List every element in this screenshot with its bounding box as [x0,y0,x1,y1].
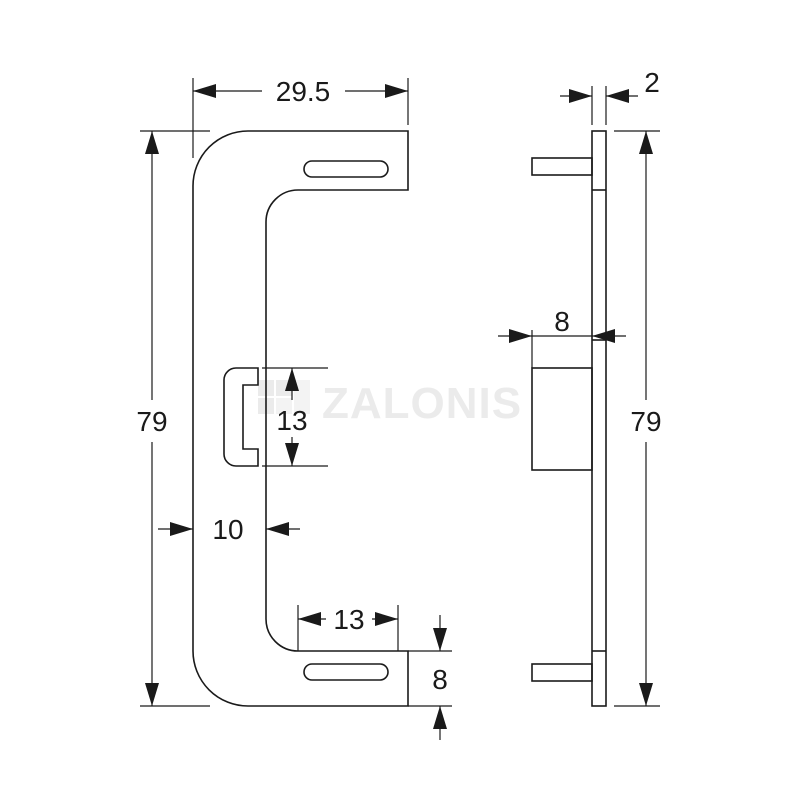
dimension-height-front-label: 79 [136,406,167,437]
dimension-thickness: 2 [560,67,660,125]
dimension-bar-width-label: 10 [212,514,243,545]
dimension-thickness-label: 2 [644,67,660,98]
dimension-height-side-label: 79 [630,406,661,437]
dimension-block-depth-label: 8 [554,306,570,337]
upper-tab [531,157,593,176]
zalonis-logo-icon [258,380,310,414]
dimension-slot-width: 13 [297,604,399,651]
strike-block [531,367,593,471]
dimension-block-depth: 8 [498,306,626,368]
dimension-width: 29.5 [192,76,409,158]
dimension-height-side: 79 [614,130,662,707]
dimension-slot-height: 13 [262,367,328,467]
side-view: 2 79 8 [498,67,662,707]
dimension-bar-width: 10 [158,514,300,545]
bracket-outline [192,130,409,707]
dimension-slot-pitch: 8 [408,615,452,740]
dimension-slot-width-label: 13 [333,604,364,635]
strike-opening [223,367,259,467]
dimension-width-label: 29.5 [276,76,331,107]
upper-slot [303,160,389,178]
watermark-text: ZALONIS [322,379,522,428]
side-plate [591,130,607,707]
lower-slot [303,663,389,681]
dimension-height-front: 79 [136,130,210,707]
dimension-slot-height-label: 13 [276,405,307,436]
front-view: 29.5 79 10 13 [136,76,452,740]
lower-tab [531,663,593,682]
watermark: ZALONIS [258,379,522,428]
dimension-slot-pitch-label: 8 [432,664,448,695]
